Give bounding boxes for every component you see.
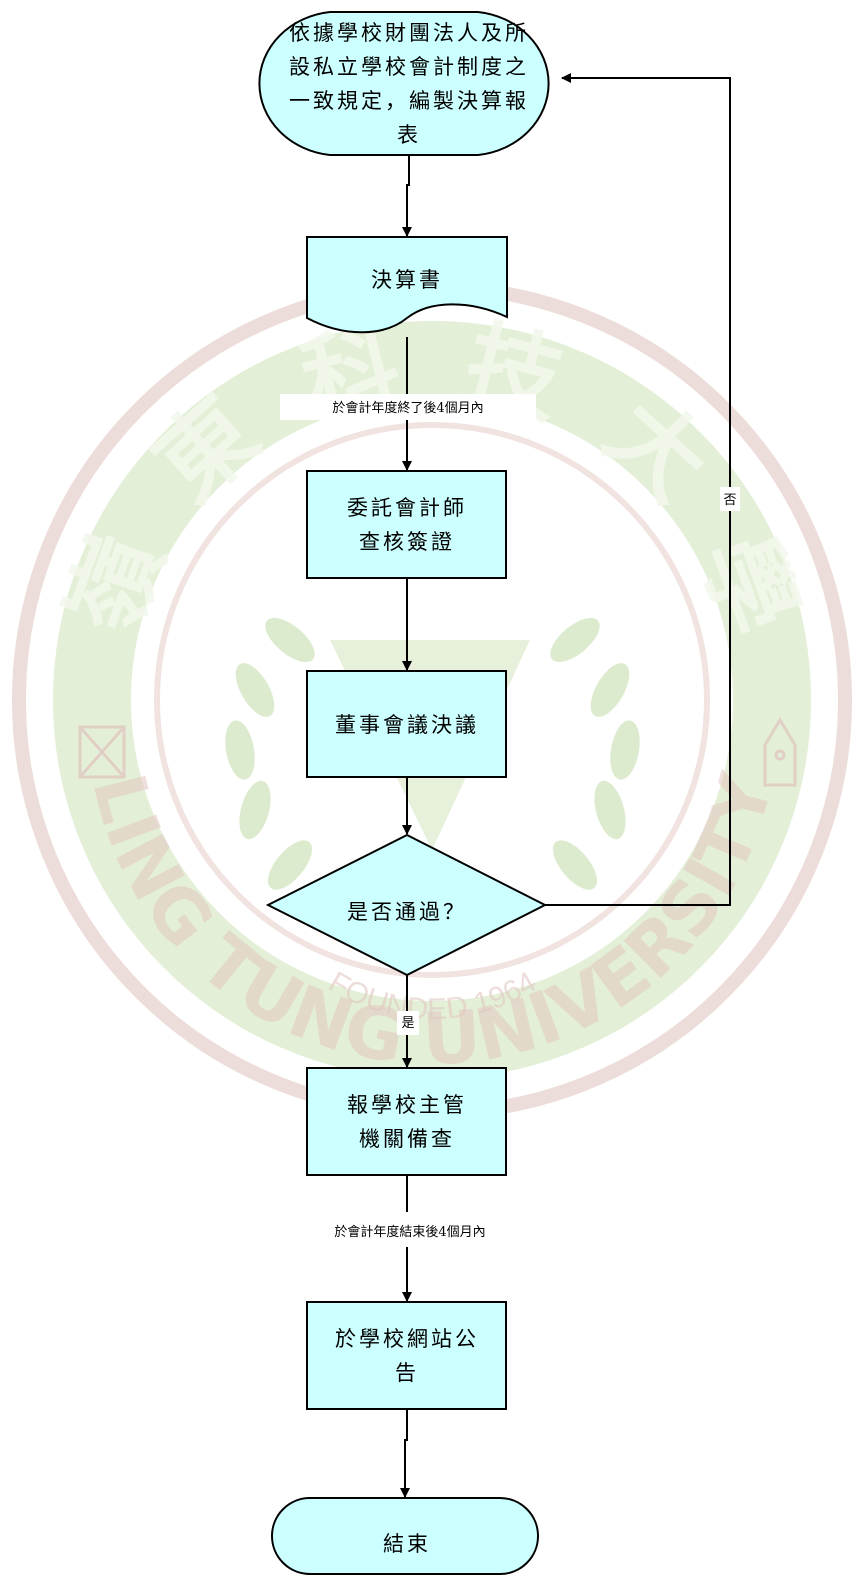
edge-labels: 於會計年度終了後4個月內 否 是 於會計年度結束後4個月內 [280, 394, 740, 1240]
edge-label-bg-yes [397, 1011, 419, 1035]
document-label-line: 決算書 [371, 268, 443, 292]
audit-label-line: 查核簽證 [359, 530, 455, 554]
seal-middle-ring [53, 321, 811, 1079]
edge-label-report-publish: 於會計年度結束後4個月內 [334, 1224, 485, 1240]
report-process-box [306, 1067, 507, 1176]
publish-process-label: 於學校網站公告 [335, 1327, 479, 1385]
edge-label-no: 否 [723, 493, 736, 508]
shield-icon [78, 725, 126, 779]
end-terminator-label: 結束 [383, 1532, 431, 1556]
start-terminator-label: 依據學校財團法人及所設私立學校會計制度之一致規定，編製決算報表 [289, 21, 529, 147]
audit-process-label: 委託會計師查核簽證 [347, 496, 467, 554]
flow-nodes: 依據學校財團法人及所設私立學校會計制度之一致規定，編製決算報表 決算書 委託會計… [258, 11, 550, 1575]
end-terminator-shape [271, 1497, 539, 1575]
laurel-wreath-icon [225, 617, 640, 890]
board-label-line: 董事會議決議 [335, 713, 479, 737]
report-process-label: 報學校主管機關備查 [347, 1093, 467, 1151]
board-process-box [306, 670, 507, 778]
decision-label: 是否通過？ [347, 900, 467, 924]
edge-publish-to-end [400, 1409, 410, 1498]
start-label-line: 設私立學校會計制度之 [289, 55, 529, 79]
pen-nib-icon [763, 717, 797, 787]
decision-diamond [265, 833, 548, 977]
start-label-line: 一致規定，編製決算報 [289, 89, 529, 113]
audit-label-line: 委託會計師 [347, 496, 467, 520]
publish-label-line: 於學校網站公 [335, 1327, 479, 1351]
publish-process-box [306, 1301, 507, 1410]
start-terminator-shape [258, 11, 550, 156]
board-process-label: 董事會議決議 [335, 713, 479, 737]
edge-label-bg-doc-audit [280, 394, 536, 420]
report-label-line: 機關備查 [359, 1127, 455, 1151]
edge-start-to-document [402, 155, 412, 237]
report-label-line: 報學校主管 [347, 1093, 467, 1117]
decision-label-line: 是否通過？ [347, 900, 467, 924]
start-label-line: 依據學校財團法人及所 [289, 21, 529, 45]
edge-label-doc-audit: 於會計年度終了後4個月內 [332, 400, 483, 416]
end-label-line: 結束 [383, 1532, 431, 1556]
publish-label-line: 告 [395, 1361, 419, 1385]
audit-process-box [306, 470, 507, 579]
edge-label-yes: 是 [401, 1016, 414, 1031]
start-label-line: 表 [397, 123, 421, 147]
seal-inner-ring [154, 422, 710, 978]
document-shape [306, 236, 508, 334]
edge-label-bg-no [720, 487, 740, 511]
document-label: 決算書 [371, 268, 443, 292]
